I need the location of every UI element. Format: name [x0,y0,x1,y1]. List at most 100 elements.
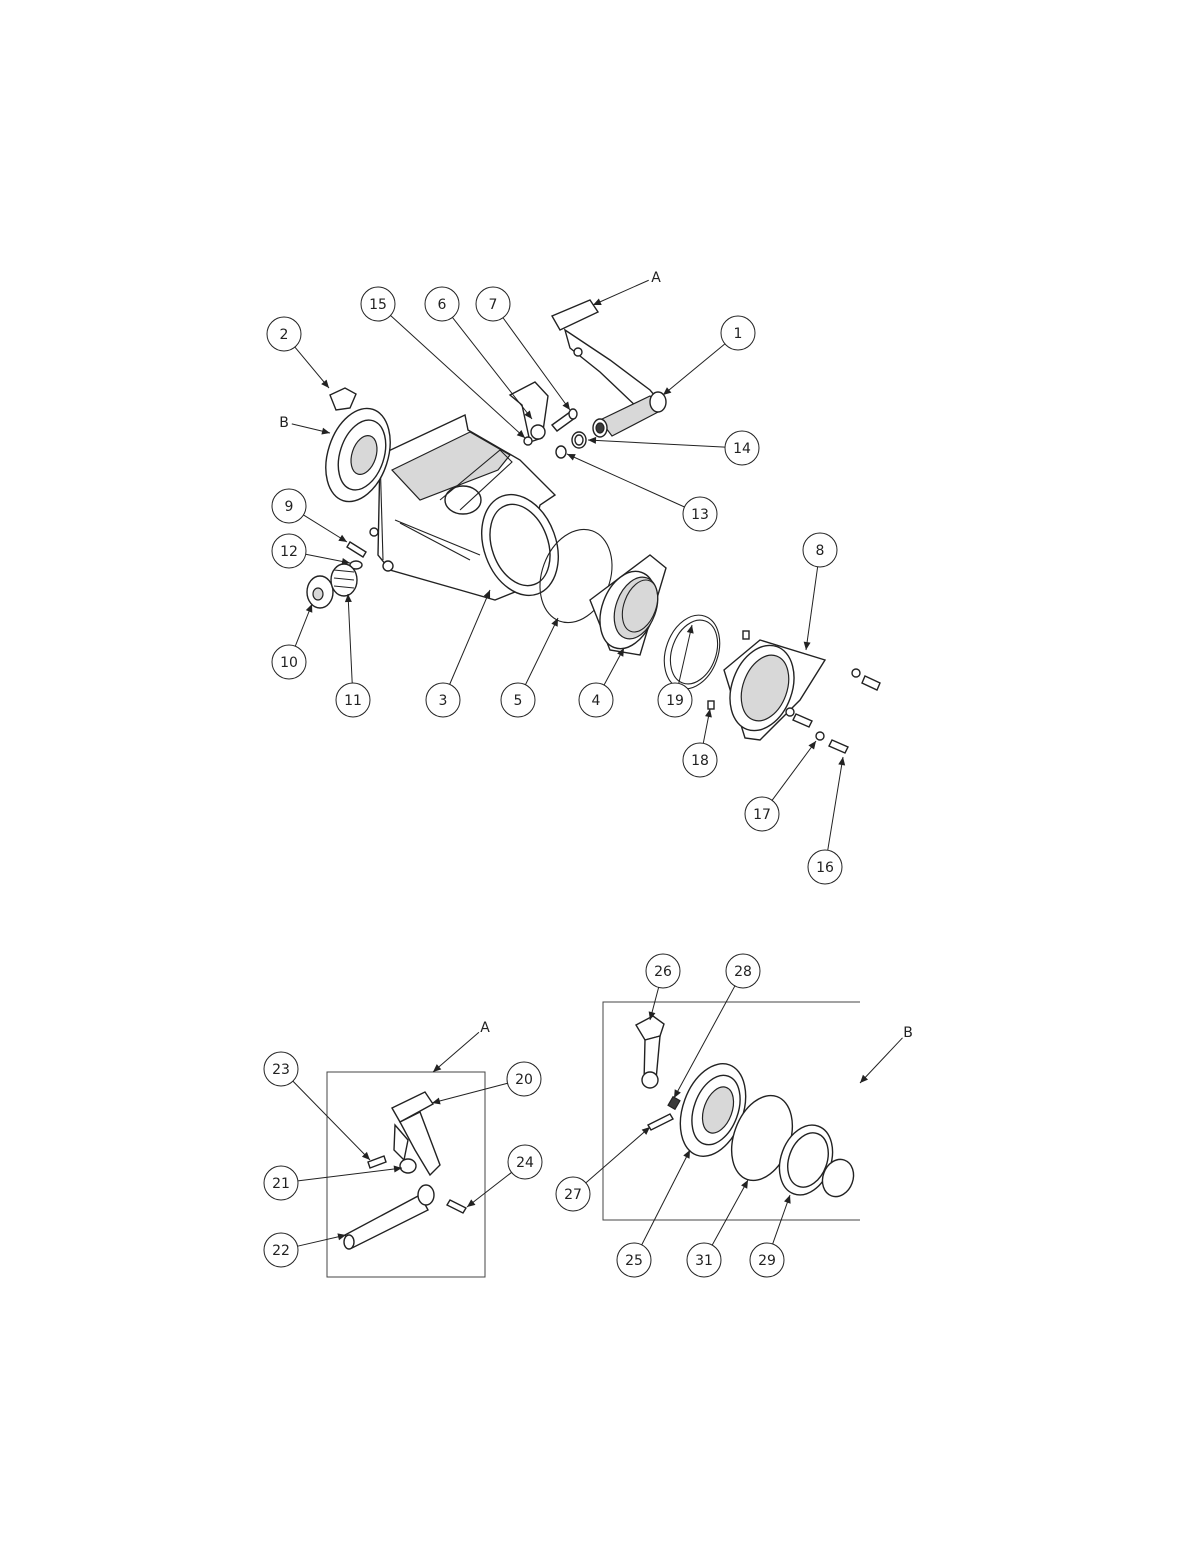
callout-circle [424,286,460,322]
callout-number: 10 [280,655,298,671]
callout-8: 8 [802,532,838,568]
callout-number: 6 [438,297,447,313]
callout-circle [657,682,693,718]
washer-part-17 [815,731,825,741]
leader-line-27 [585,1126,651,1184]
leader-line-19 [678,624,693,684]
key-part-18 [707,630,750,710]
link-part-26 [635,1015,665,1089]
leader-arrowhead [562,401,570,410]
leader-line-3 [449,589,491,685]
callout-27: 27 [555,1176,591,1212]
spring-part-11 [330,563,358,597]
callout-1: 1 [720,315,756,351]
pin-part-7 [550,408,578,432]
callout-number: 20 [515,1072,533,1088]
leader-line-20 [431,1082,508,1104]
leader-arrowhead [663,387,672,395]
leader-arrowhead [516,430,525,438]
callout-number: 25 [625,1253,643,1269]
bolt-part-16-mid [792,713,813,728]
callout-number: 7 [489,297,498,313]
leader-arrowhead [741,1180,748,1189]
leader-line-11 [347,593,353,684]
leader-line-22 [297,1234,347,1247]
leader-arrowhead [305,604,313,613]
callout-14: 14 [724,430,760,466]
callout-circle [425,682,461,718]
leader-line-6 [452,317,533,420]
leader-line-2 [294,346,330,389]
callout-26: 26 [645,953,681,989]
leader-arrowhead [337,1233,346,1241]
callout-24: 24 [507,1144,543,1180]
callout-11: 11 [335,682,371,718]
callout-number: 31 [695,1253,713,1269]
callout-number: 24 [516,1155,534,1171]
callout-circle [807,849,843,885]
callout-number: 17 [753,807,771,823]
callout-6: 6 [424,286,460,322]
callout-circle [645,953,681,989]
leader-arrowhead [686,625,694,634]
callout-circle [749,1242,785,1278]
callout-18: 18 [682,742,718,778]
leader-line-25 [641,1149,691,1246]
leader-line-31 [711,1179,749,1246]
callout-circle [720,315,756,351]
shaft-lever-part-1 [551,299,667,438]
lever-part-20 [391,1091,441,1177]
callout-number: 29 [758,1253,776,1269]
detail-label-a-main: A [651,270,661,286]
callout-circle [335,682,371,718]
circlip-inset-b [821,1158,855,1198]
callout-circle [555,1176,591,1212]
leader-line-14 [587,439,726,448]
detail-label-a-inset: A [480,1020,490,1036]
callout-circle [682,496,718,532]
callout-20: 20 [506,1061,542,1097]
leader-arrowhead [338,534,347,542]
callout-number: 14 [733,441,751,457]
callout-circle [271,644,307,680]
leader-line-28 [673,985,736,1099]
leader-arrowhead [784,1195,791,1204]
pin-part-24 [446,1199,467,1214]
callout-circle [724,430,760,466]
callout-4: 4 [578,682,614,718]
leader-arrowhead [860,1074,869,1083]
leader-arrowhead [641,1127,650,1135]
pin-part-28 [667,1095,681,1111]
callout-circle [271,533,307,569]
leader-line-1 [662,343,726,396]
callout-3: 3 [425,682,461,718]
callout-number: 2 [280,327,289,343]
leader-arrowhead [617,648,624,657]
leader-line-5 [525,617,559,685]
leader-arrowhead [567,454,576,461]
callout-circle [686,1242,722,1278]
callout-12: 12 [271,533,307,569]
shaft-part-22 [343,1184,435,1250]
leader-arrowhead [588,436,597,444]
bolt-part-16-upper [851,668,881,691]
callout-circle [475,286,511,322]
disc-part-25 [679,1063,747,1157]
callout-number: 19 [666,693,684,709]
oring-part-14 [571,431,587,449]
ring-part-13 [555,445,567,459]
callout-28: 28 [725,953,761,989]
leader-line-13 [566,453,685,508]
callout-number: 18 [691,753,709,769]
pin-part-23 [367,1155,387,1169]
ring-part-19 [663,614,721,690]
callout-19: 19 [657,682,693,718]
callout-21: 21 [263,1165,299,1201]
callout-number: 27 [564,1187,582,1203]
callout-23: 23 [263,1051,299,1087]
callout-13: 13 [682,496,718,532]
